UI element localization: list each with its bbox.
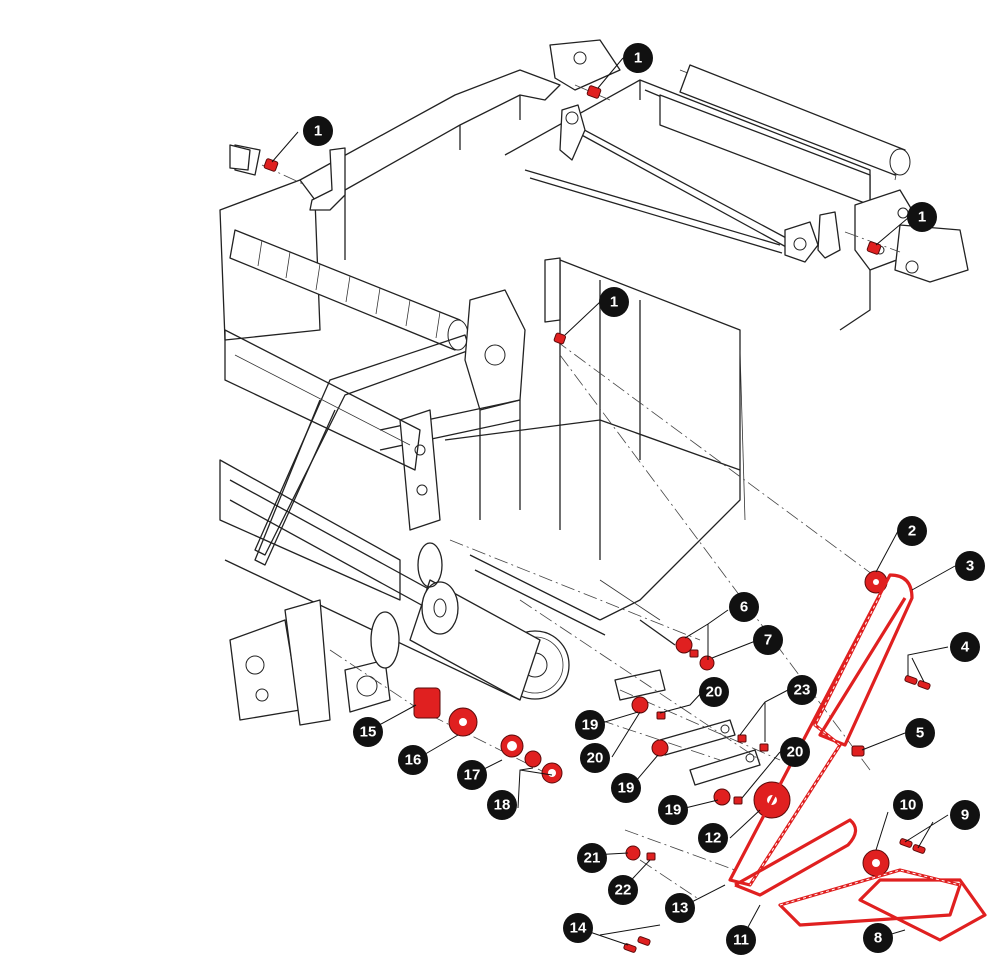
sprocket-19c: [713, 788, 731, 806]
sprocket-6: [675, 636, 693, 654]
callout-6: 6: [729, 592, 759, 622]
link-14b: [637, 936, 651, 946]
callout-9: 9: [950, 800, 980, 830]
svg-text:19: 19: [582, 717, 599, 734]
callout-21: 21: [577, 843, 607, 873]
svg-text:19: 19: [665, 802, 682, 819]
svg-text:13: 13: [672, 900, 689, 917]
sprocket-7: [699, 655, 715, 671]
machine-frame: [219, 39, 969, 786]
bushing-20a: [689, 649, 699, 658]
svg-text:23: 23: [794, 682, 811, 699]
callout-17: 17: [457, 760, 487, 790]
svg-text:14: 14: [570, 920, 587, 937]
bushing-1a: [263, 158, 279, 172]
bushing-20b: [656, 711, 666, 720]
bushing-1c: [866, 241, 882, 255]
svg-text:5: 5: [916, 725, 924, 742]
callout-20c: 20: [780, 737, 810, 767]
svg-text:11: 11: [733, 932, 749, 949]
link-4b: [917, 680, 931, 690]
bushing-20c: [733, 796, 743, 805]
svg-text:3: 3: [966, 558, 974, 575]
svg-text:22: 22: [615, 882, 632, 899]
callout-1b: 1: [623, 43, 653, 73]
svg-text:20: 20: [787, 744, 804, 761]
callout-13: 13: [665, 893, 695, 923]
chain-11: [778, 868, 962, 927]
callout-3: 3: [955, 551, 985, 581]
callout-22: 22: [608, 875, 638, 905]
link-9b: [912, 844, 926, 854]
callout-1c: 1: [907, 202, 937, 232]
bushing-1b: [586, 85, 602, 99]
callout-2: 2: [897, 516, 927, 546]
svg-text:1: 1: [314, 123, 322, 140]
bushing-23b: [759, 743, 769, 752]
sprocket-19a: [631, 696, 649, 714]
callout-11: 11: [726, 925, 756, 955]
callout-18: 18: [487, 790, 517, 820]
svg-text:16: 16: [405, 752, 422, 769]
svg-text:8: 8: [874, 930, 882, 947]
link-14a: [623, 943, 637, 953]
callout-20a: 20: [699, 677, 729, 707]
callout-23: 23: [787, 675, 817, 705]
svg-text:2: 2: [908, 523, 916, 540]
callout-5: 5: [905, 718, 935, 748]
sprocket-19b: [651, 739, 669, 757]
svg-text:1: 1: [610, 294, 618, 311]
bushing-22: [646, 852, 656, 861]
svg-text:17: 17: [464, 767, 481, 784]
callout-19a: 19: [575, 710, 605, 740]
bushing-23a: [737, 734, 747, 743]
collar-18a: [524, 750, 542, 768]
callout-1d: 1: [599, 287, 629, 317]
svg-text:19: 19: [618, 780, 635, 797]
sprocket-10: [862, 849, 890, 877]
callout-4: 4: [950, 632, 980, 662]
bearing-housing-15: [413, 687, 441, 719]
svg-text:1: 1: [634, 50, 642, 67]
callout-1a: 1: [303, 116, 333, 146]
callout-7: 7: [753, 625, 783, 655]
callout-16: 16: [398, 745, 428, 775]
svg-text:12: 12: [705, 830, 722, 847]
svg-text:21: 21: [584, 850, 601, 867]
bushing-5: [851, 745, 865, 757]
callout-20b: 20: [580, 743, 610, 773]
callout-19c: 19: [658, 795, 688, 825]
chain-13: [734, 818, 858, 897]
callout-8: 8: [863, 923, 893, 953]
svg-text:1: 1: [918, 209, 926, 226]
sprocket-21: [625, 845, 641, 861]
svg-text:9: 9: [961, 807, 969, 824]
callout-10: 10: [893, 790, 923, 820]
highlighted-parts: [263, 85, 987, 953]
svg-text:4: 4: [961, 639, 970, 656]
bushing-1d: [553, 332, 567, 345]
svg-text:7: 7: [764, 632, 772, 649]
link-9a: [899, 838, 913, 848]
callout-14: 14: [563, 913, 593, 943]
svg-text:10: 10: [900, 797, 917, 814]
svg-text:15: 15: [360, 724, 377, 741]
callout-15: 15: [353, 717, 383, 747]
chain-3: [728, 573, 914, 887]
callout-12: 12: [698, 823, 728, 853]
svg-text:20: 20: [706, 684, 723, 701]
chain-8: [858, 878, 987, 942]
link-4a: [904, 675, 918, 685]
sprocket-16: [448, 707, 478, 737]
assembly-centerlines: [261, 84, 901, 901]
svg-text:6: 6: [740, 599, 748, 616]
callout-19b: 19: [611, 773, 641, 803]
svg-text:20: 20: [587, 750, 604, 767]
svg-text:18: 18: [494, 797, 511, 814]
